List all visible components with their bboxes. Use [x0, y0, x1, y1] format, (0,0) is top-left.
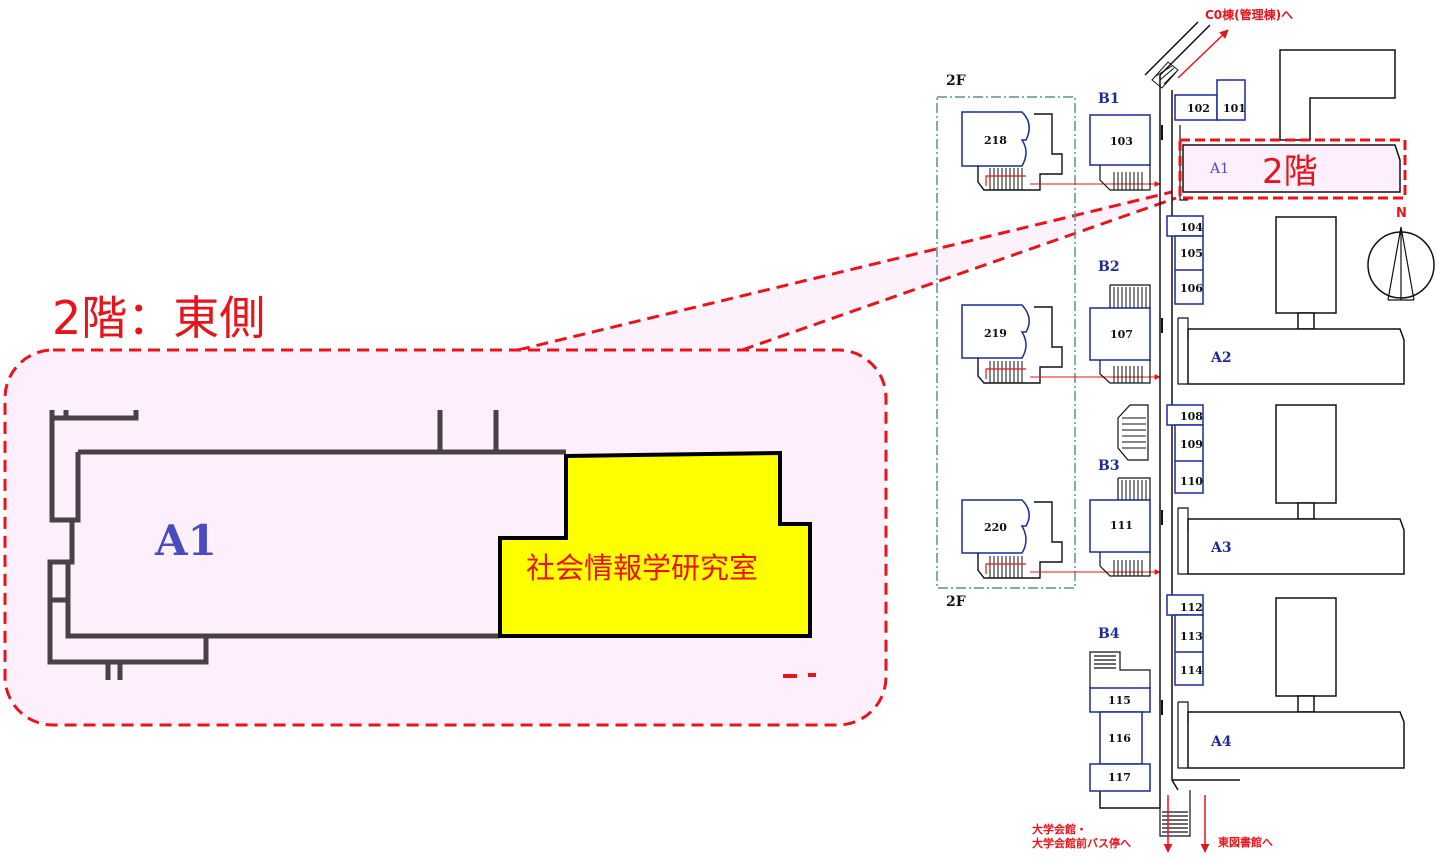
floor2-buildings — [961, 111, 1030, 554]
b-stair-steps — [1113, 172, 1147, 576]
bus-direction-label-line1: 大学会館・ — [1032, 822, 1087, 836]
inset-floor-plan — [47, 410, 566, 680]
room-110: 110 — [1180, 475, 1203, 488]
room-218: 218 — [984, 134, 1007, 147]
room-219: 219 — [984, 327, 1007, 340]
block-a4-label: A4 — [1210, 734, 1232, 750]
a1-floor-label: 2階 — [1262, 152, 1318, 192]
room-114: 114 — [1180, 664, 1203, 677]
room-116: 116 — [1108, 732, 1131, 745]
block-a2-label: A2 — [1210, 350, 1232, 366]
c0-direction-label: C0棟(管理棟)へ — [1205, 7, 1293, 22]
bus-direction-label-line2: 大学会館前バス停へ — [1032, 836, 1131, 850]
floor2-frame — [936, 96, 1076, 589]
room-111: 111 — [1110, 519, 1133, 532]
research-room-label: 社会情報学研究室 — [526, 551, 758, 585]
room-105: 105 — [1180, 247, 1203, 260]
a1-highlight-box — [1178, 138, 1407, 200]
block-a3-label: A3 — [1210, 540, 1232, 556]
compass-north-label: N — [1396, 206, 1407, 221]
room-103: 103 — [1110, 135, 1133, 148]
a1-building — [1182, 144, 1401, 193]
room-115: 115 — [1108, 694, 1131, 707]
inset-red-marks — [783, 673, 816, 678]
floor2-label-top: 2F — [946, 73, 966, 89]
room-104: 104 — [1180, 221, 1203, 234]
floor2-stair-steps — [989, 168, 1023, 578]
a-buildings — [1187, 49, 1405, 769]
inset-building-label: A1 — [154, 516, 217, 565]
top-stair — [1151, 61, 1179, 89]
room-107: 107 — [1110, 328, 1133, 341]
central-corridor — [1099, 21, 1240, 809]
bottom-stairs — [1159, 790, 1191, 837]
room-108: 108 — [1180, 410, 1203, 423]
research-room — [498, 450, 812, 638]
room-106: 106 — [1180, 282, 1203, 295]
inset-title: 2階：東側 — [52, 291, 265, 345]
room-113: 113 — [1180, 630, 1203, 643]
floor2-red-routes — [985, 175, 1026, 574]
zoom-line-lower — [741, 196, 1177, 352]
b-buildings — [1089, 114, 1151, 553]
floor2-stairs — [977, 113, 1063, 579]
zoom-wedge — [518, 190, 1175, 350]
room-220: 220 — [984, 521, 1007, 534]
room-102: 102 — [1187, 102, 1210, 115]
zoom-line-upper — [517, 190, 1173, 352]
room-112: 112 — [1180, 601, 1203, 614]
block-b3-label: B3 — [1098, 458, 1120, 474]
c0-arrow — [1177, 29, 1229, 79]
b-stairs — [1099, 165, 1151, 577]
floor2-label-bottom: 2F — [946, 594, 966, 610]
room-101: 101 — [1223, 102, 1246, 115]
block-b2-label: B2 — [1098, 259, 1120, 275]
library-direction-label: 東図書館へ — [1218, 835, 1273, 849]
b4-stairs — [1089, 651, 1151, 688]
block-b4-label: B4 — [1098, 626, 1120, 642]
room-109: 109 — [1180, 438, 1203, 451]
compass: N — [1367, 206, 1435, 301]
small-rooms — [1089, 79, 1246, 792]
small-room-dividers — [1175, 269, 1203, 653]
block-b1-label: B1 — [1098, 91, 1120, 107]
room-117: 117 — [1108, 771, 1131, 784]
a1-label: A1 — [1209, 161, 1229, 177]
